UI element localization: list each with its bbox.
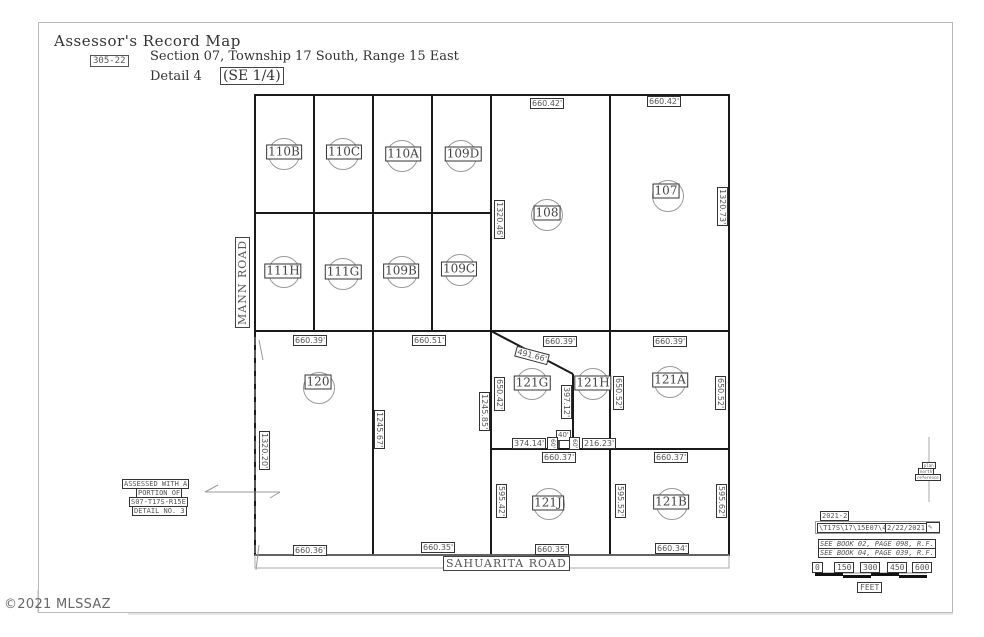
parcel-111G[interactable]: 111G [324, 264, 362, 280]
parcel-110C[interactable]: 110C [325, 144, 363, 160]
parcel-110B[interactable]: 110B [266, 144, 302, 160]
dimension-label: 1320.46' [494, 200, 505, 240]
parcel-107[interactable]: 107 [652, 183, 680, 199]
dimension-label: 374.14' [512, 438, 547, 449]
north-arrow-label: reference [915, 474, 941, 481]
parcel-111H[interactable]: 111H [264, 263, 302, 279]
revision-label: 2021-2 [820, 511, 850, 521]
parcel-121G[interactable]: 121G [513, 375, 551, 391]
dimension-label: 650.52' [715, 376, 726, 411]
dimension-label: 660.39' [543, 336, 578, 347]
pencil-icon: ✎ [926, 522, 940, 533]
detail-line: Detail 4 (SE 1/4) [150, 67, 284, 85]
parcel-109C[interactable]: 109C [440, 261, 478, 277]
dimension-label: 60' [547, 437, 558, 451]
dimension-label: 660.37' [542, 452, 577, 463]
copyright-watermark: ©2021 MLSSAZ [4, 597, 111, 612]
dimension-label: 660.42' [647, 96, 682, 107]
dimension-label: 660.34' [655, 543, 690, 554]
dimension-label: 1320.20' [259, 431, 270, 471]
map-border-frame [38, 22, 953, 613]
parcel-121B[interactable]: 121B [653, 494, 689, 510]
dimension-label: 650.52' [613, 376, 624, 411]
parcel-108[interactable]: 108 [533, 205, 561, 221]
section-township-range: Section 07, Township 17 South, Range 15 … [150, 49, 459, 64]
dimension-label: 660.42' [530, 98, 565, 109]
parcel-121J[interactable]: 121J [532, 495, 564, 511]
dimension-label: 660.35' [535, 544, 570, 555]
scale-tick: 450 [887, 562, 908, 573]
quarter-label: (SE 1/4) [219, 67, 284, 85]
dimension-label: 595.62' [716, 484, 727, 519]
road-label-mann: MANN ROAD [235, 236, 250, 328]
file-ref: \T17S\17\15E07\4- [817, 523, 893, 533]
dimension-label: 1245.67' [374, 410, 385, 450]
parcel-circle [652, 180, 684, 212]
file-date: 2/22/2021 [885, 523, 927, 533]
dimension-label: 60' [569, 437, 580, 451]
assessed-note-line: DETAIL NO. 3 [132, 506, 187, 516]
dimension-label: 660.36' [293, 545, 328, 556]
parcel-circle [303, 372, 335, 404]
file-ref-box: \T17S\17\15E07\4- 2/22/2021 ✎ [815, 521, 940, 534]
detail-label: Detail 4 [150, 69, 202, 84]
dimension-label: 1245.85' [479, 392, 490, 432]
dimension-label: 397.12' [561, 385, 572, 420]
dimension-label: 40' [556, 430, 571, 441]
dimension-label: 595.42' [496, 484, 507, 519]
dimension-label: 660.35' [421, 542, 456, 553]
parcel-109D[interactable]: 109D [444, 146, 482, 162]
parcel-110A[interactable]: 110A [385, 146, 421, 162]
parcel-121A[interactable]: 121A [652, 372, 688, 388]
book-reference: SEE BOOK 04, PAGE 039, R.F. [818, 548, 936, 558]
road-label-sahuarita: SAHUARITA ROAD [443, 556, 570, 571]
scale-tick: 0 [812, 562, 823, 573]
dimension-label: 660.37' [654, 452, 689, 463]
dimension-label: 660.51' [412, 335, 447, 346]
scale-tick: 600 [912, 562, 933, 573]
dimension-label: 216.23' [582, 438, 617, 449]
dimension-label: 660.39' [293, 335, 328, 346]
parcel-121H[interactable]: 121H [574, 375, 612, 391]
scale-unit: FEET [857, 582, 883, 593]
dimension-label: 650.42' [494, 377, 505, 412]
parcel-109B[interactable]: 109B [383, 263, 419, 279]
dimension-label: 595.52' [615, 484, 626, 519]
dimension-label: 660.39' [653, 336, 688, 347]
map-title: Assessor's Record Map [54, 32, 241, 50]
parcel-circle [531, 199, 563, 231]
dimension-label: 1320.73' [717, 187, 728, 227]
scale-tick: 300 [860, 562, 881, 573]
scale-tick: 150 [834, 562, 855, 573]
parcel-120[interactable]: 120 [304, 374, 332, 390]
map-number: 305-22 [90, 55, 129, 67]
